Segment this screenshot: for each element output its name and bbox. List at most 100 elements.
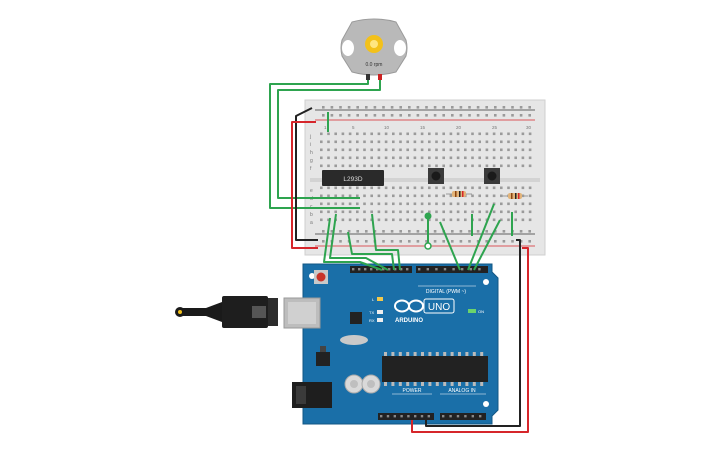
breadboard-hole (392, 218, 395, 222)
breadboard-hole (399, 140, 402, 144)
header-pin (426, 268, 429, 271)
motor-terminal-pos[interactable] (378, 74, 382, 80)
digital-header-right[interactable] (416, 266, 488, 273)
resistor-2[interactable] (502, 193, 528, 199)
rail-hole (485, 240, 488, 243)
rail-hole (365, 114, 368, 117)
breadboard-hole (370, 202, 373, 206)
breadboard-hole (384, 186, 388, 190)
column-number: 20 (456, 125, 462, 130)
header-pin (406, 268, 409, 271)
header-pin (407, 415, 410, 418)
row-letter: h (310, 150, 313, 156)
breadboard-hole (442, 210, 445, 214)
breadboard-hole (485, 156, 489, 160)
motor-terminal-neg[interactable] (366, 74, 370, 80)
breadboard-hole (521, 186, 525, 190)
rail-hole (433, 240, 437, 243)
led-on (468, 309, 476, 313)
breadboard-hole (500, 202, 503, 206)
wire-node[interactable] (424, 212, 432, 220)
power-header[interactable] (378, 413, 434, 420)
breadboard-hole (507, 132, 510, 136)
column-number: 25 (492, 125, 498, 130)
wire-5v[interactable] (411, 247, 529, 433)
push-button-1[interactable] (428, 168, 444, 184)
motor-right-notch (394, 40, 406, 56)
wire-motor-pos[interactable] (277, 80, 381, 199)
chip-pin (450, 382, 454, 386)
usb-port[interactable] (283, 297, 321, 329)
breadboard-hole (406, 186, 409, 190)
rail-hole (425, 230, 428, 233)
chip-pin (391, 352, 395, 356)
breadboard-hole (449, 186, 453, 190)
chip-pin (413, 352, 417, 356)
breadboard-hole (500, 148, 503, 152)
wire-d10[interactable] (371, 213, 401, 271)
rail-hole (425, 114, 428, 117)
rail-hole (442, 106, 445, 109)
breadboard-hole (456, 164, 460, 168)
row-letter: b (310, 212, 313, 218)
wire-d11[interactable] (347, 231, 395, 271)
chip-pin (435, 352, 439, 356)
breadboard-hole (356, 202, 359, 206)
wire-d13[interactable] (323, 217, 383, 271)
breadboard-hole (334, 132, 337, 136)
breadboard-hole (442, 148, 445, 152)
analog-header[interactable] (440, 413, 486, 420)
wire-d2[interactable] (467, 203, 495, 271)
rail-hole (519, 240, 523, 243)
breadboard-hole (449, 140, 453, 144)
push-button-2[interactable] (484, 168, 500, 184)
wire-gnd-rail-jumper[interactable] (295, 107, 318, 241)
header-pin (364, 268, 367, 271)
power-jack[interactable] (292, 382, 332, 408)
header-pin (414, 415, 417, 418)
wire-d3[interactable] (439, 221, 461, 271)
wire-button2[interactable] (473, 219, 501, 271)
breadboard-hole (327, 186, 330, 190)
breadboard-hole (399, 148, 402, 152)
chip-pin (458, 382, 461, 386)
breadboard-hole (399, 210, 402, 214)
header-pin (400, 415, 403, 418)
breadboard-hole (406, 194, 409, 198)
breadboard-hole (406, 218, 409, 222)
wires[interactable] (269, 80, 529, 433)
wire-motor-neg[interactable] (269, 80, 369, 209)
column-number: 5 (352, 125, 355, 130)
resistor-1[interactable] (446, 191, 472, 197)
breadboard-hole (449, 156, 453, 160)
reset-button[interactable] (314, 270, 328, 284)
wire-5v-rail-jumper[interactable] (291, 121, 318, 249)
rail-hole (322, 106, 325, 109)
breadboard-hole (406, 210, 409, 214)
led-tx (377, 310, 383, 314)
breadboard-hole (377, 202, 381, 206)
dc-motor[interactable]: 0.0 rpm (340, 18, 408, 80)
l293d-chip[interactable]: L293D (322, 170, 384, 186)
center-channel (310, 178, 540, 182)
arduino-uno[interactable]: DIGITAL (PWM ~) L TX RX ON ARDUINO UNO (292, 263, 499, 425)
led-l (377, 297, 383, 301)
wire-node[interactable] (424, 242, 432, 250)
breadboard-hole (485, 202, 489, 206)
breadboard-hole (449, 210, 453, 214)
breadboard-hole (348, 132, 352, 136)
breadboard-hole (341, 210, 345, 214)
wire-gnd[interactable] (425, 239, 521, 427)
rail-hole (356, 114, 359, 117)
header-pin (386, 415, 390, 418)
usb-cable[interactable] (175, 296, 278, 328)
wire-d12[interactable] (329, 213, 389, 271)
breadboard-hole (392, 164, 395, 168)
arduino-logo: ARDUINO UNO (394, 298, 455, 324)
rail-hole (494, 240, 497, 243)
breadboard-hole (399, 186, 402, 190)
chip-pin (472, 382, 476, 386)
breadboard-hole (485, 140, 489, 144)
rail-hole (528, 106, 531, 109)
